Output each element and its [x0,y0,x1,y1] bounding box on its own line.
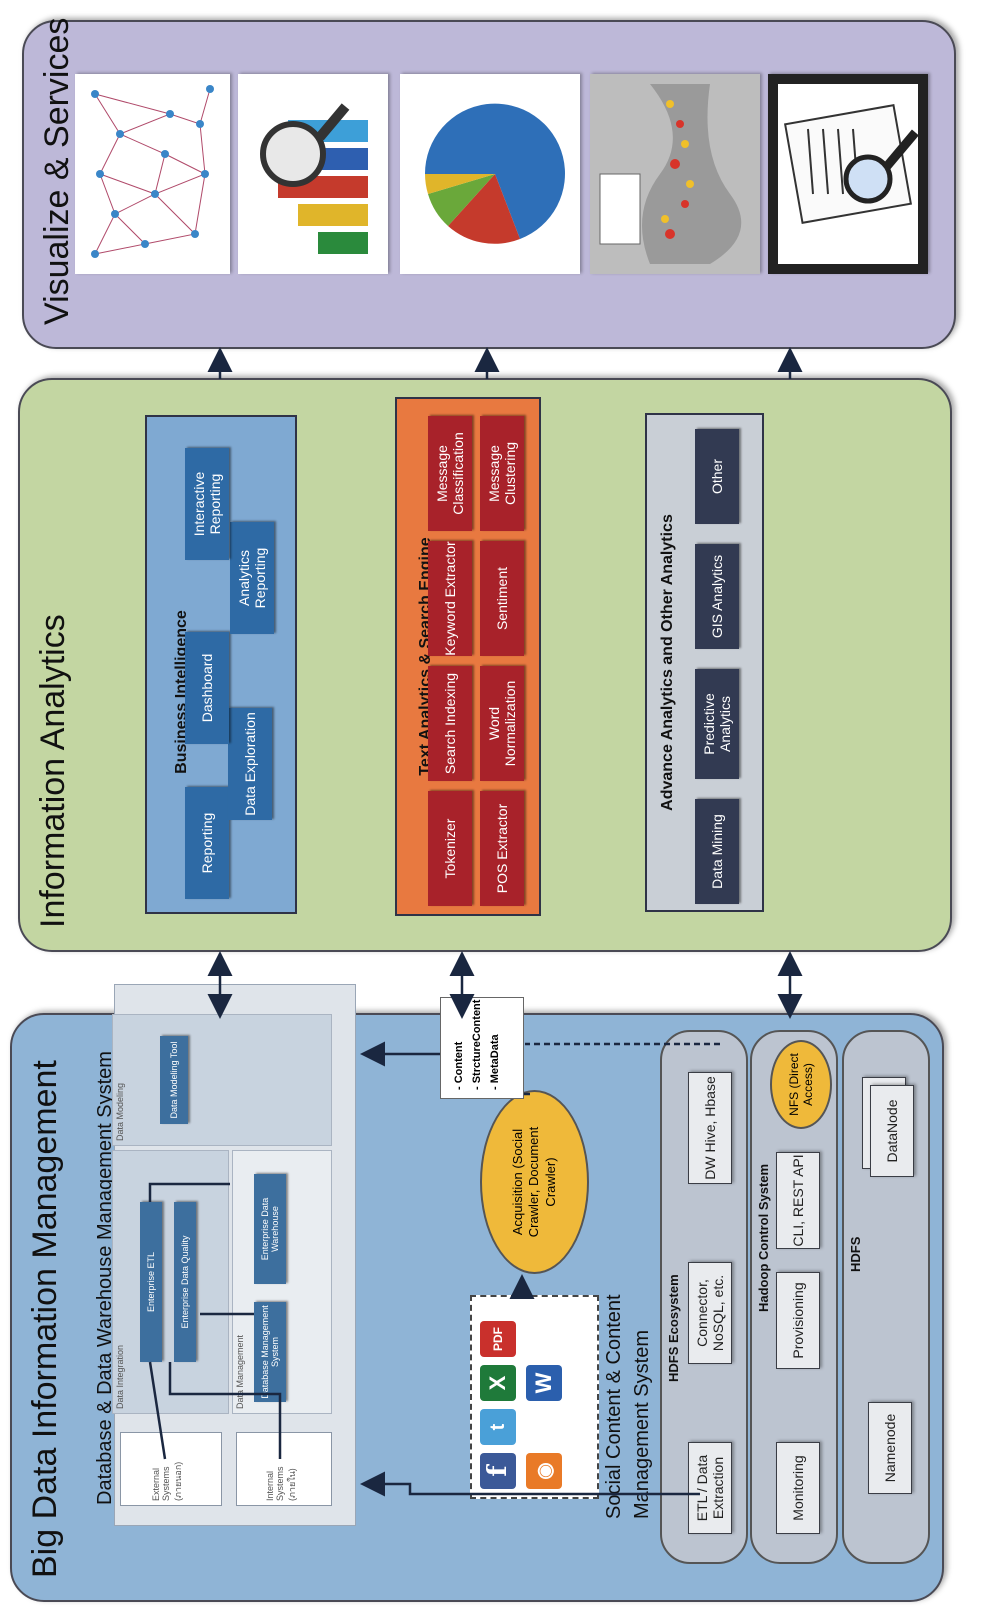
connector-arrows [0,0,993,1624]
architecture-diagram: Big Data Information Management Database… [0,0,993,1624]
